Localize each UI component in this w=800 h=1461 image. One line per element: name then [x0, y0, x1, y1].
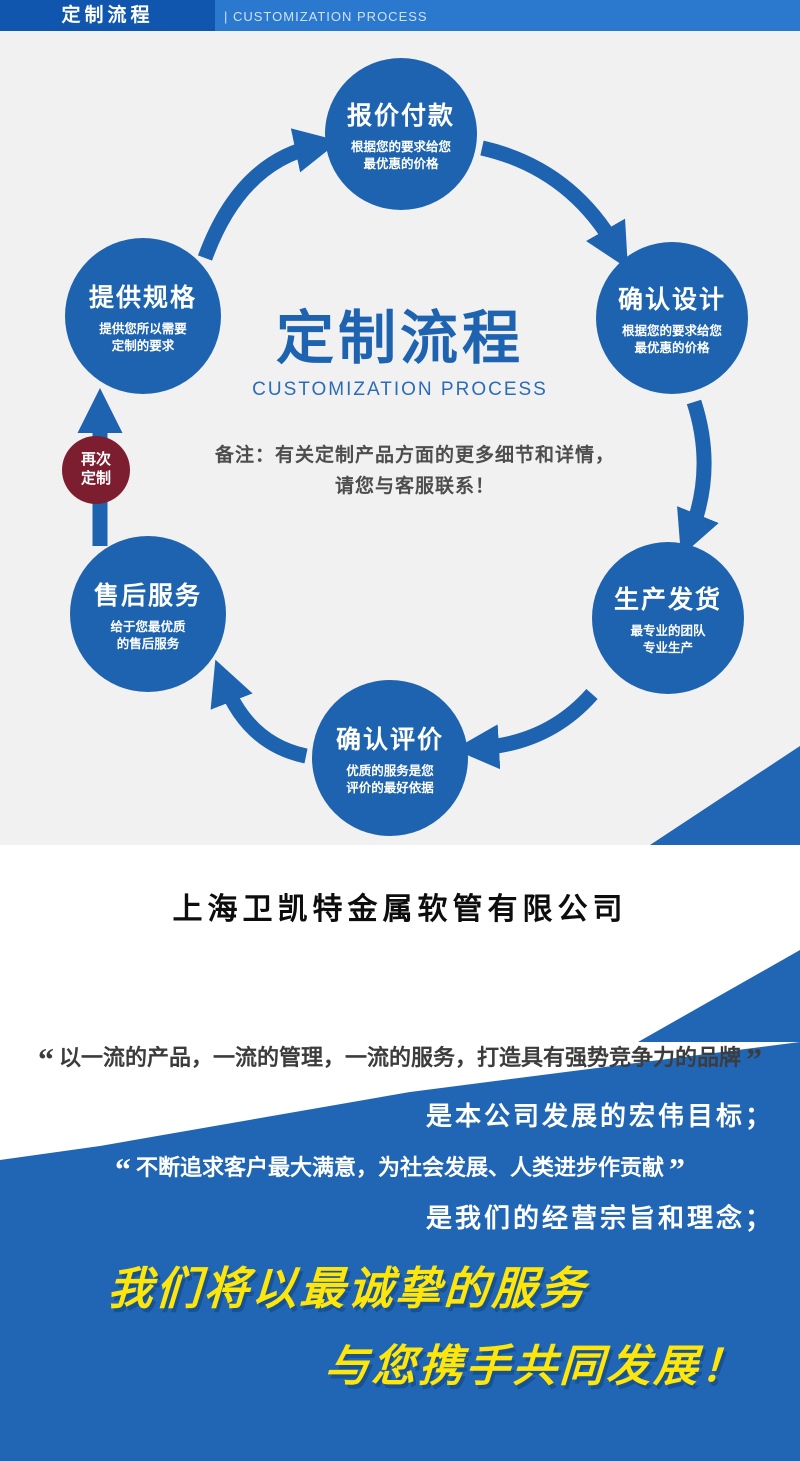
bottom-decor-wedge — [650, 746, 800, 845]
bottom-decor-stripe — [638, 950, 800, 1042]
step-circle-after-sales-service: 售后服务 给于您最优质 的售后服务 — [70, 536, 226, 692]
diagram-subtitle: CUSTOMIZATION PROCESS — [252, 379, 548, 400]
repeat-badge-line1: 再次 — [80, 451, 111, 469]
diagram-note: 备注：有关定制产品方面的更多细节和详情， 请您与客服联系！ — [110, 440, 720, 502]
step-title: 确认评价 — [335, 725, 444, 754]
slogan-goal-1: 是本公司发展的宏伟目标； — [425, 1101, 774, 1131]
note-line-2: 请您与客服联系！ — [334, 476, 495, 497]
slogan-highlight-1: 我们将以最诚挚的服务 — [106, 1263, 590, 1314]
step-desc: 优质的服务是您 评价的最好依据 — [346, 763, 434, 795]
diagram-center: 定制流程 CUSTOMIZATION PROCESS — [175, 310, 625, 401]
open-quote-mark: “ — [114, 1151, 131, 1187]
step-desc: 根据您的要求给您 最优惠的价格 — [621, 323, 722, 355]
slogan-quote-1: “以一流的产品，一流的管理，一流的服务，打造具有强势竞争力的品牌” — [37, 1041, 762, 1077]
step-title: 确认设计 — [617, 285, 726, 314]
step-desc: 提供您所以需要 定制的要求 — [99, 321, 187, 353]
step-desc: 根据您的要求给您 最优惠的价格 — [350, 139, 451, 171]
close-quote-mark: ” — [669, 1151, 685, 1187]
flow-arrow-spec-to-quote — [197, 128, 340, 261]
slogan-highlight-2: 与您携手共同发展！ — [323, 1342, 750, 1391]
top-bar-title-box: 定制流程 — [0, 0, 215, 31]
step-circle-quote-payment: 报价付款 根据您的要求给您 最优惠的价格 — [325, 58, 477, 210]
top-bar-subtitle: | CUSTOMIZATION PROCESS — [224, 9, 428, 24]
company-name: 上海卫凯特金属软管有限公司 — [172, 893, 628, 926]
step-title: 提供规格 — [88, 283, 197, 312]
step-title: 售后服务 — [93, 581, 202, 610]
step-title: 生产发货 — [613, 585, 722, 614]
diagram-title: 定制流程 — [275, 306, 524, 371]
step-circle-production-shipping: 生产发货 最专业的团队 专业生产 — [592, 542, 744, 694]
note-line-1: 备注：有关定制产品方面的更多细节和详情， — [214, 445, 615, 466]
step-circle-confirm-design: 确认设计 根据您的要求给您 最优惠的价格 — [596, 242, 748, 394]
flow-arrow-quote-to-design — [480, 140, 628, 269]
bottom-decor-mass — [0, 1042, 800, 1461]
step-circle-provide-specs: 提供规格 提供您所以需要 定制的要求 — [65, 238, 221, 394]
slogan-quote-2: “不断追求客户最大满意，为社会发展、人类进步作贡献” — [114, 1151, 685, 1187]
close-quote-mark: ” — [746, 1041, 762, 1077]
flow-arrow-review-to-service — [210, 659, 308, 764]
flow-arrow-production-to-review — [454, 688, 598, 770]
top-bar: 定制流程 | CUSTOMIZATION PROCESS — [0, 0, 800, 31]
slogan-goal-2: 是我们的经营宗旨和理念； — [425, 1203, 774, 1233]
step-desc: 最专业的团队 专业生产 — [630, 623, 706, 655]
step-circle-confirm-review: 确认评价 优质的服务是您 评价的最好依据 — [312, 680, 468, 836]
flow-arrow-design-to-production — [677, 399, 719, 557]
open-quote-mark: “ — [37, 1041, 54, 1077]
repeat-customize-badge: 再次 定制 — [62, 436, 130, 504]
top-bar-title: 定制流程 — [61, 5, 154, 26]
step-title: 报价付款 — [346, 101, 455, 130]
step-desc: 给于您最优质 的售后服务 — [110, 619, 186, 651]
repeat-badge-line2: 定制 — [80, 470, 111, 487]
